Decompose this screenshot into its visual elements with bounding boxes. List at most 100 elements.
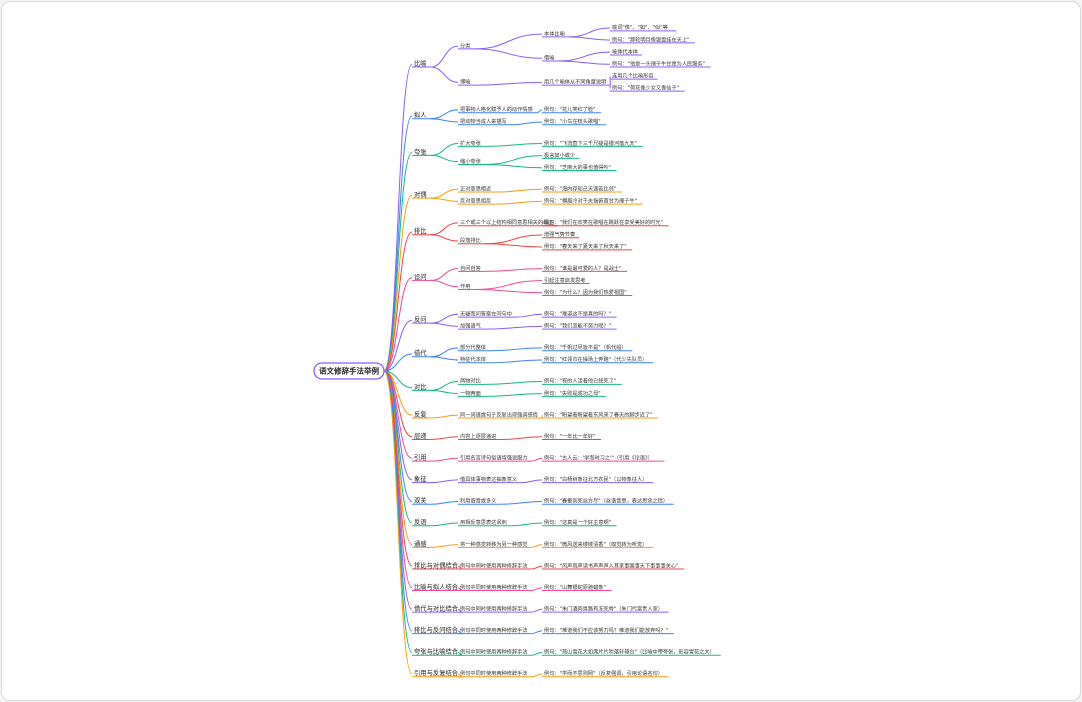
topic-node[interactable]: 利用谐音或多义: [460, 497, 496, 505]
branch-node[interactable]: 对比: [414, 382, 427, 391]
connector-d2: [430, 268, 459, 281]
topic-node[interactable]: 把动物当成人来描写: [460, 117, 507, 125]
leaf-node[interactable]: 例句："为什么？因为我们热爱祖国": [544, 288, 627, 296]
leaf-node[interactable]: 例句："微风送来缕缕清香"（嗅觉转为听觉）: [544, 540, 647, 548]
topic-node[interactable]: 自问自答: [460, 264, 482, 272]
branch-node[interactable]: 排比与反问结合: [414, 625, 459, 634]
leaf-node[interactable]: 例句："红领巾在操场上奔跑"（代少先队员）: [544, 355, 647, 363]
branch-node[interactable]: 夸张与比喻结合: [414, 647, 459, 656]
topic-node[interactable]: 把事物人格化赋予人的动作情感: [460, 105, 533, 113]
topic-node[interactable]: 例句中同时使用两种修辞手法: [460, 583, 527, 591]
topic-node[interactable]: 加强语气: [460, 322, 481, 330]
leaf-node[interactable]: 例句："千帆过尽皆不是"（帆代船）: [544, 343, 627, 351]
leaf-node[interactable]: 例句："难道我们不应该努力吗？难道我们能放弃吗？": [544, 626, 668, 634]
branch-node[interactable]: 双关: [414, 496, 427, 505]
leaf-node[interactable]: 增强气势节奏: [544, 230, 576, 238]
topic-node[interactable]: 缩小夸张: [460, 157, 482, 165]
leaf-node[interactable]: 例句："有的人活着他已经死了": [544, 377, 616, 385]
topic-node[interactable]: 特征代本体: [460, 355, 487, 363]
root-node[interactable]: [313, 362, 385, 380]
topic-node[interactable]: 部分代整体: [460, 343, 487, 351]
leaf-node[interactable]: 例句："古人云：'学而时习之'"（引用《论语》）: [544, 454, 653, 462]
topic-node[interactable]: 分类: [460, 41, 470, 49]
branch-node[interactable]: 比喻与拟人结合: [414, 582, 459, 591]
leaf-node[interactable]: 例句："这真是一个好主意啊": [544, 518, 611, 526]
branch-node[interactable]: 反语: [414, 517, 427, 526]
branch-node[interactable]: 拟人: [414, 110, 427, 119]
leaf-node[interactable]: 例句："横眉冷对千夫指俯首甘为孺子牛": [544, 197, 637, 205]
topic-node[interactable]: 例句中同时使用两种修辞手法: [460, 561, 527, 569]
branch-node[interactable]: 通感: [414, 539, 427, 548]
leaf-node[interactable]: 例句："飞流直下三千尺疑是银河落九天": [544, 139, 637, 147]
topic-node[interactable]: 正对意思相近: [460, 184, 491, 192]
branch-node[interactable]: 排比与对偶结合: [414, 560, 459, 569]
leaf-node[interactable]: 喻词"像"、"如"、"似"等: [612, 23, 668, 31]
leaf-node[interactable]: 例句："花儿笑红了脸": [544, 105, 595, 113]
topic-node[interactable]: 作用: [460, 282, 470, 290]
topic-node[interactable]: 无疑而问答案在问句中: [460, 309, 512, 317]
branch-node[interactable]: 设问: [414, 272, 427, 281]
topic-node[interactable]: 将一种感觉转移为另一种感觉: [460, 540, 527, 548]
leaf-node[interactable]: 例句："那轮明月像银盘挂在天上": [612, 35, 689, 43]
topic-node[interactable]: 例句中同时使用两种修辞手法: [460, 626, 527, 634]
leaf-node[interactable]: 例句："芝麻大的事也值得吵": [544, 163, 611, 171]
leaf-node[interactable]: 例句："山舞银蛇原驰蜡象": [544, 583, 606, 591]
topic-node[interactable]: 例句中同时使用两种修辞手法: [460, 648, 527, 656]
leaf-node[interactable]: 例句："海内存知己天涯若比邻": [544, 184, 616, 192]
topic-node[interactable]: 借具体事物表达抽象意义: [460, 475, 517, 483]
connector-d3: [531, 673, 543, 678]
leaf-node[interactable]: 例句："春蚕到死丝方尽"（丝谐音思，表达思念之情）: [544, 497, 668, 505]
leaf-node[interactable]: 例句："小鸟在枝头歌唱": [544, 117, 601, 125]
leaf-node[interactable]: 例句："朱门酒肉臭路有冻死骨"（朱门代富贵人家）: [544, 604, 663, 612]
leaf-node[interactable]: 例句："难道这不是真的吗？": [544, 309, 611, 317]
connector-d2: [430, 347, 459, 358]
connector-d3: [515, 313, 543, 318]
topic-node[interactable]: 两物对比: [460, 377, 481, 385]
leaf-node[interactable]: 例句："一年比一年好": [544, 432, 595, 440]
leaf-node[interactable]: 例句："我们在欢笑在歌唱在跳跃在享受美好的时光": [544, 218, 663, 226]
leaf-node[interactable]: 极言其小或少: [544, 151, 575, 159]
leaf-node[interactable]: 喻体代本体: [612, 47, 639, 55]
branch-node[interactable]: 比喻: [414, 58, 427, 67]
leaf-node[interactable]: 例句："春天来了夏天来了秋天来了": [544, 242, 627, 250]
topic-node[interactable]: 博喻: [460, 78, 471, 86]
leaf-node[interactable]: 例句："荷花像少女又像仙子": [612, 84, 679, 92]
branch-node[interactable]: 象征: [414, 474, 427, 483]
branch-node[interactable]: 层递: [414, 431, 427, 440]
leaf-node[interactable]: 例句："白杨树象征北方农民"（以物象征人）: [544, 475, 647, 483]
topic-node[interactable]: 用几个喻体从不同角度说明: [544, 78, 606, 86]
leaf-node[interactable]: 例句："失败是成功之母": [544, 389, 601, 397]
topic-node[interactable]: 同一词语或句子反复出现强调感情: [460, 410, 538, 418]
leaf-node[interactable]: 例句："我们怎能不努力呢？": [544, 322, 611, 330]
topic-node[interactable]: 借喻: [544, 53, 555, 61]
branch-node[interactable]: 借代: [414, 348, 427, 357]
leaf-node[interactable]: 例句："盼望着盼望着东风来了春天的脚步近了": [544, 410, 653, 418]
branch-node[interactable]: 反复: [414, 409, 427, 418]
connector-d3: [510, 522, 543, 527]
branch-node[interactable]: 引用与反复结合: [414, 668, 459, 677]
leaf-node[interactable]: 例句："他是一头孺子牛甘愿为人民服务": [612, 59, 705, 67]
topic-node[interactable]: 例句中同时使用两种修辞手法: [460, 669, 527, 677]
topic-node[interactable]: 引用名言诗句俗语增强说服力: [460, 454, 527, 462]
branch-node[interactable]: 排比: [414, 226, 427, 235]
branch-node[interactable]: 夸张: [414, 147, 427, 156]
topic-node[interactable]: 内容上逐层递进: [460, 432, 496, 440]
topic-node[interactable]: 三个或三个以上结构相同意思相关的句子: [460, 218, 553, 226]
leaf-node[interactable]: 例句："风声雨声读书声声声入耳家事国事天下事事事关心": [544, 561, 678, 569]
branch-node[interactable]: 引用: [414, 453, 427, 462]
leaf-node[interactable]: 例句："燕山雪花大如席片片吹落轩辕台"（比喻中带夸张，形容雪花之大）: [544, 648, 715, 656]
topic-node[interactable]: 扩大夸张: [460, 139, 482, 147]
topic-node[interactable]: 例句中同时使用两种修辞手法: [460, 604, 527, 612]
topic-node[interactable]: 用相反意思表达讽刺: [460, 518, 507, 526]
branch-node[interactable]: 借代与对比结合: [414, 603, 459, 612]
leaf-node[interactable]: 连用几个比喻形容: [612, 71, 654, 79]
topic-node[interactable]: 一物两面: [460, 389, 481, 397]
leaf-node[interactable]: 例句："谁是最可爱的人？是战士": [544, 264, 621, 272]
branch-node[interactable]: 对偶: [414, 189, 427, 198]
topic-node[interactable]: 段落排比: [460, 236, 481, 244]
leaf-node[interactable]: 引起注意启发思考: [544, 276, 586, 284]
branch-node[interactable]: 反问: [414, 315, 427, 324]
topic-node[interactable]: 本体比喻: [544, 29, 566, 37]
leaf-node[interactable]: 例句："学而不思则罔"（反复强调，引用论语名句）: [544, 669, 663, 677]
topic-node[interactable]: 反对意思相反: [460, 197, 491, 205]
